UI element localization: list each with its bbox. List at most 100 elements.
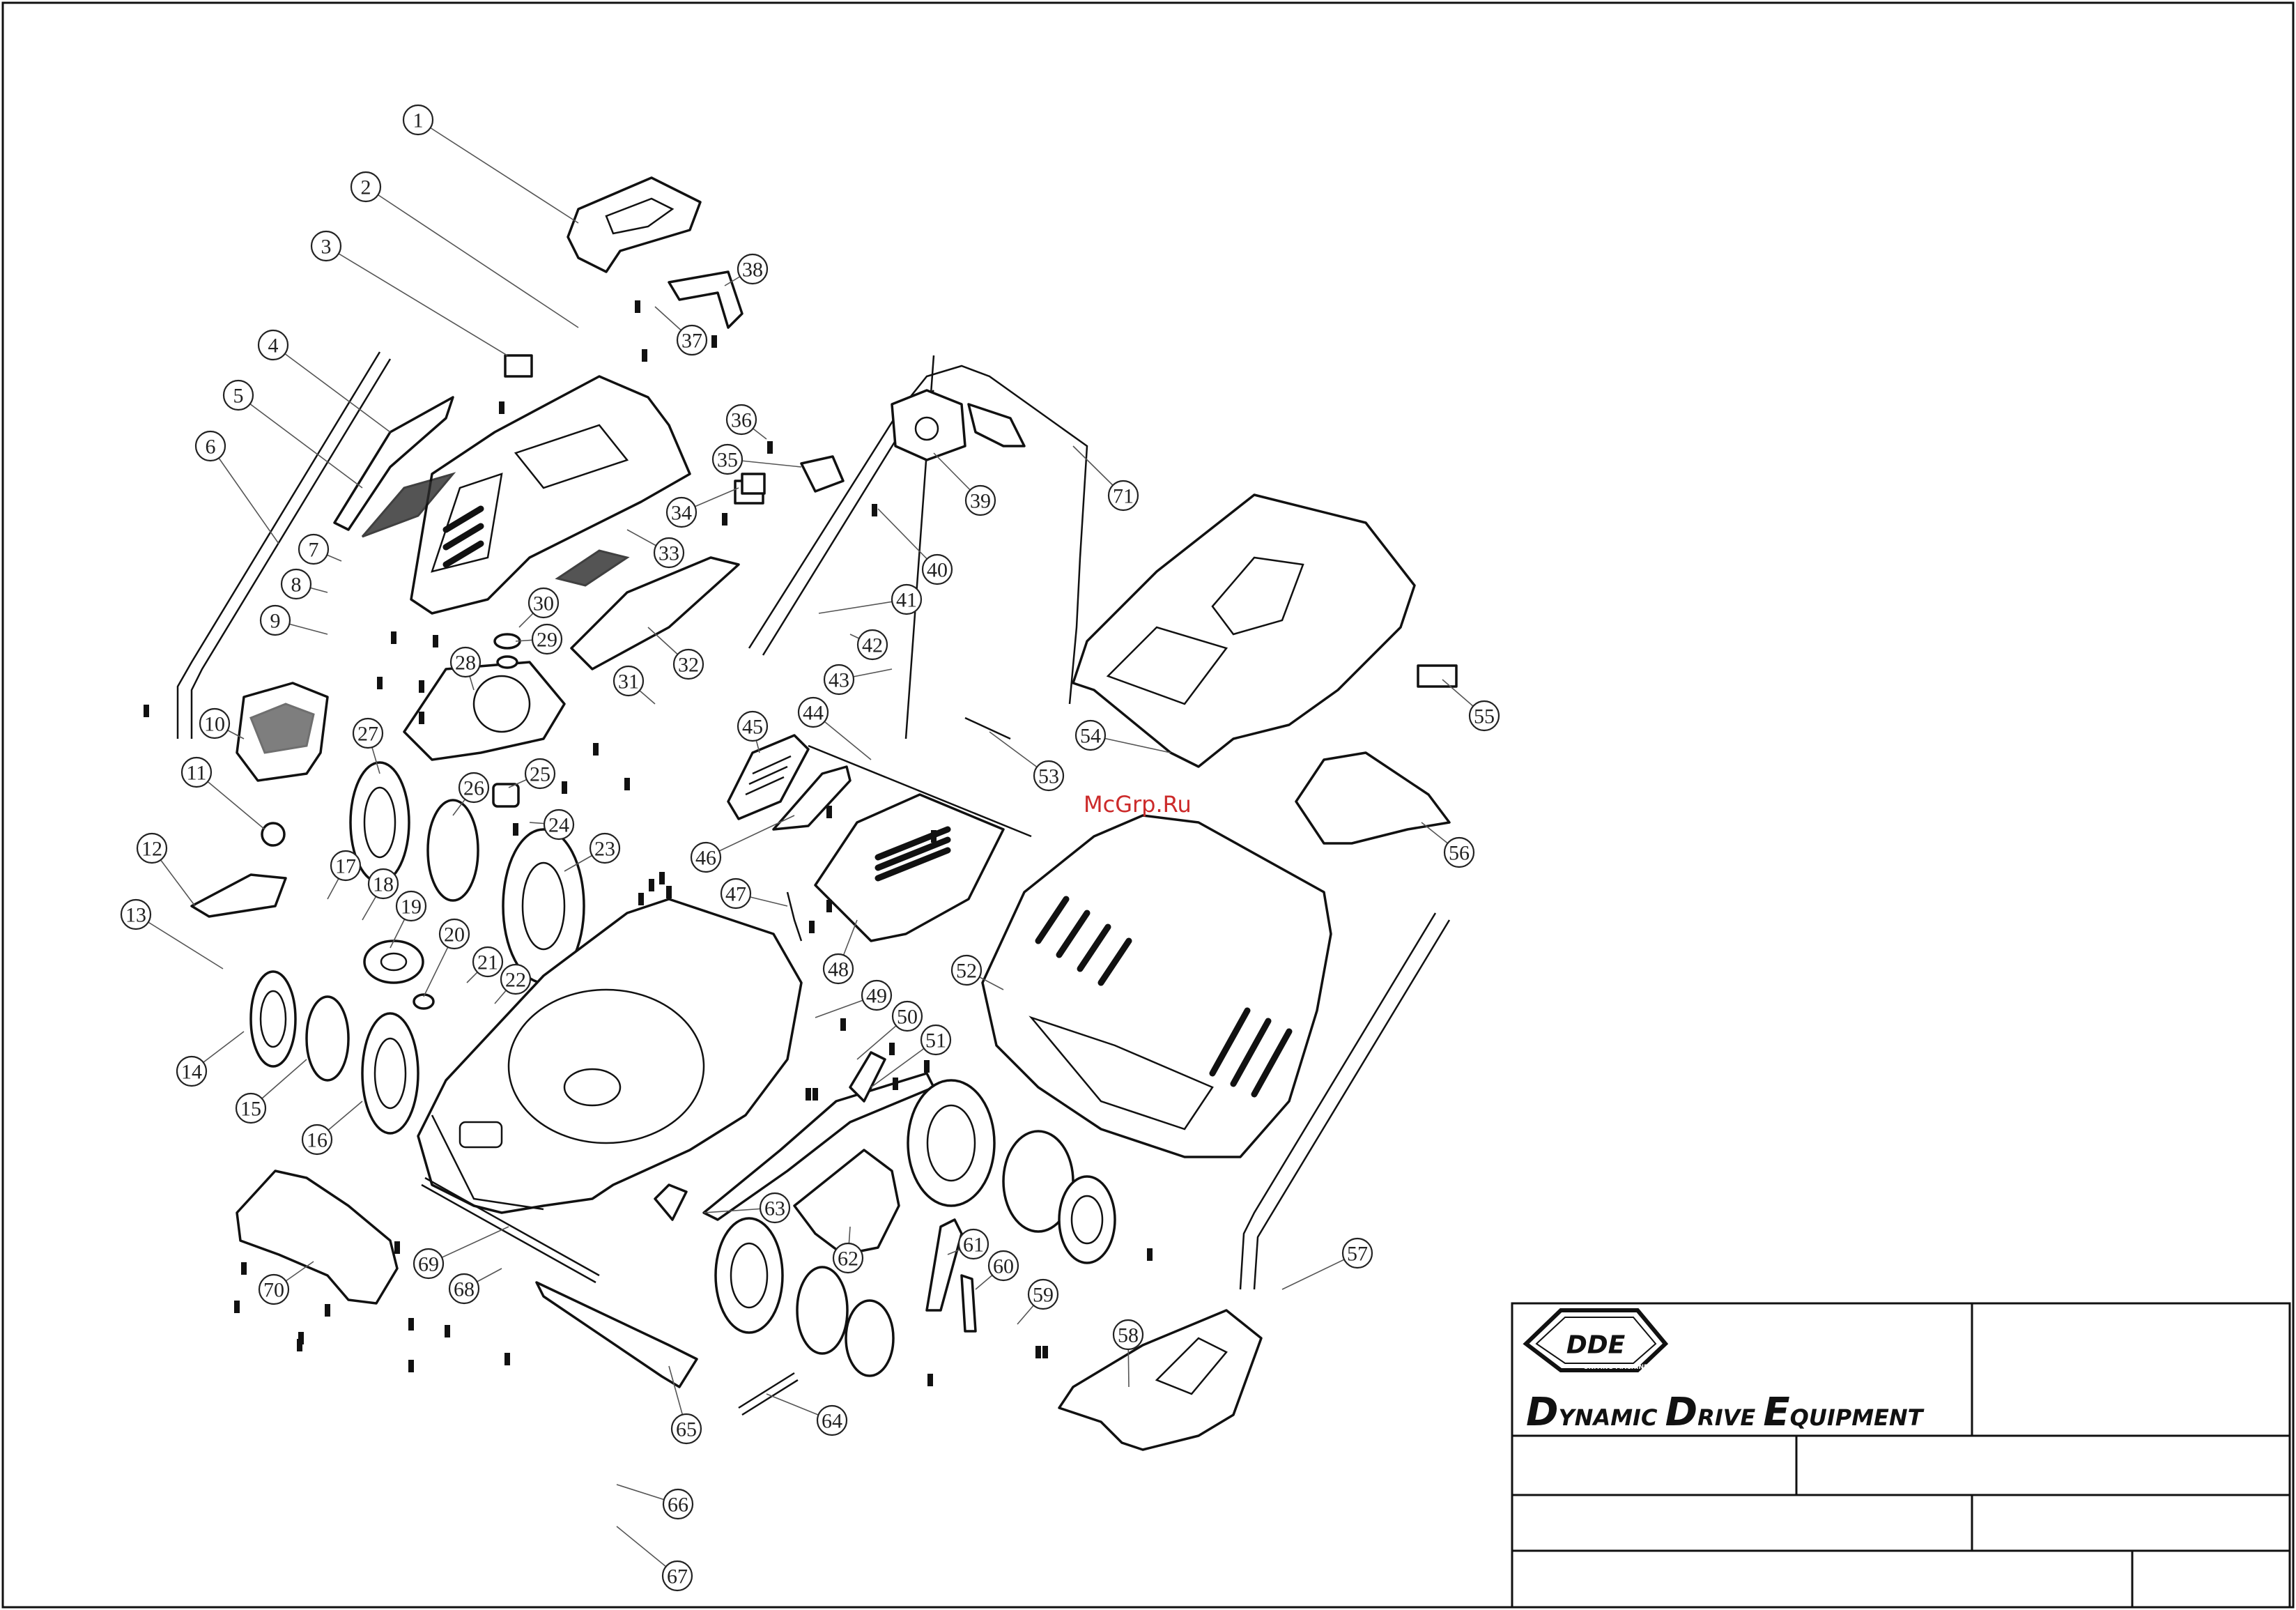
screw — [241, 1262, 247, 1275]
callout-label: 71 — [1113, 485, 1134, 508]
callout-label: 4 — [268, 335, 279, 358]
screw — [635, 300, 640, 313]
callout-label: 44 — [803, 702, 824, 725]
part-clip-3 — [742, 474, 764, 493]
screw — [433, 635, 438, 647]
callout-34: 34 — [667, 498, 696, 527]
part-bracket-63 — [655, 1185, 686, 1220]
screw — [391, 631, 396, 644]
callout-36: 36 — [727, 405, 756, 434]
callout-57: 57 — [1343, 1239, 1372, 1268]
screw — [1147, 1248, 1153, 1261]
callout-4: 4 — [259, 330, 288, 360]
part-lever-61 — [927, 1220, 962, 1310]
callout-9: 9 — [261, 606, 290, 635]
callout-label: 51 — [925, 1029, 946, 1052]
callout-39: 39 — [966, 486, 995, 515]
callout-46: 46 — [691, 843, 721, 872]
callout-58: 58 — [1114, 1320, 1143, 1349]
callout-label: 56 — [1449, 842, 1470, 865]
callout-label: 31 — [618, 670, 639, 693]
callout-label: 39 — [970, 490, 991, 513]
callout-label: 8 — [291, 574, 302, 597]
callout-label: 60 — [993, 1255, 1014, 1278]
screw — [649, 879, 654, 891]
part-wheel-16 — [362, 1013, 418, 1133]
part-link-60 — [962, 1275, 976, 1331]
callout-label: 7 — [309, 539, 319, 562]
part-washer-30 — [498, 657, 517, 668]
callout-43: 43 — [824, 665, 854, 694]
callout-31: 31 — [614, 666, 643, 696]
part-rod-53 — [965, 718, 1010, 739]
callout-label: 6 — [206, 436, 216, 459]
callout-label: 16 — [307, 1129, 328, 1152]
screw — [826, 900, 832, 912]
callout-label: 38 — [742, 259, 763, 282]
callout-50: 50 — [893, 1002, 922, 1031]
leader-line — [418, 120, 578, 223]
screw — [419, 680, 424, 693]
screw — [624, 778, 630, 790]
callout-label: 14 — [181, 1061, 202, 1084]
callout-label: 9 — [270, 610, 281, 633]
callout-69: 69 — [414, 1249, 443, 1278]
part-side-flap-58 — [1059, 1310, 1261, 1450]
part-clip — [505, 355, 532, 376]
part-hubcap-rear-lower — [797, 1267, 847, 1354]
part-wheel-rear-upper — [908, 1080, 994, 1206]
callout-52: 52 — [952, 956, 981, 985]
callout-label: 26 — [463, 777, 484, 800]
callout-label: 70 — [263, 1279, 284, 1302]
callouts-layer: 1234567891011121314151617181920212223242… — [121, 105, 1499, 1590]
callout-label: 68 — [454, 1278, 475, 1301]
callout-label: 29 — [537, 629, 557, 652]
leader-line — [136, 914, 223, 969]
part-spring-64 — [739, 1373, 798, 1415]
callout-16: 16 — [302, 1125, 332, 1154]
screw — [504, 1353, 510, 1365]
callout-label: 58 — [1118, 1324, 1139, 1347]
screw — [593, 743, 599, 756]
callout-label: 20 — [444, 923, 465, 946]
callout-6: 6 — [196, 431, 225, 461]
callout-label: 47 — [725, 883, 746, 906]
screw — [840, 1018, 846, 1031]
part-belt — [192, 875, 286, 917]
dde-logo-text: DDE — [1566, 1331, 1626, 1360]
part-pulley — [262, 823, 284, 845]
callout-label: 32 — [678, 654, 699, 677]
screw — [394, 1241, 400, 1254]
callout-66: 66 — [663, 1489, 693, 1519]
callout-18: 18 — [369, 869, 398, 898]
screw — [377, 677, 383, 689]
part-spring-47 — [787, 892, 801, 941]
part-handle-tube-left — [178, 352, 390, 739]
callout-label: 2 — [361, 176, 371, 199]
callout-38: 38 — [738, 254, 767, 284]
callout-20: 20 — [440, 919, 469, 949]
callout-label: 40 — [927, 559, 948, 582]
callout-label: 59 — [1033, 1284, 1054, 1307]
company-name: DYNAMIC DRIVE EQUIPMENT — [1526, 1390, 1925, 1435]
screw — [234, 1301, 240, 1313]
callout-23: 23 — [590, 834, 619, 863]
callout-2: 2 — [351, 172, 380, 201]
screw — [924, 1060, 930, 1073]
screw — [408, 1318, 414, 1331]
title-block: DDE UNITING MACHINES DYNAMIC DRIVE EQUIP… — [1512, 1303, 2290, 1607]
callout-label: 13 — [125, 904, 146, 927]
callout-label: 35 — [717, 449, 738, 472]
callout-30: 30 — [529, 588, 558, 618]
leader-line — [366, 187, 578, 328]
callout-67: 67 — [663, 1561, 692, 1590]
screw — [826, 806, 832, 818]
callout-11: 11 — [182, 758, 211, 787]
part-grassbox-52 — [983, 815, 1331, 1157]
callout-65: 65 — [672, 1414, 701, 1443]
callout-label: 50 — [897, 1006, 918, 1029]
callout-label: 63 — [764, 1197, 785, 1220]
part-motor-mount — [404, 662, 564, 760]
screw — [325, 1304, 330, 1317]
callout-10: 10 — [200, 709, 229, 738]
